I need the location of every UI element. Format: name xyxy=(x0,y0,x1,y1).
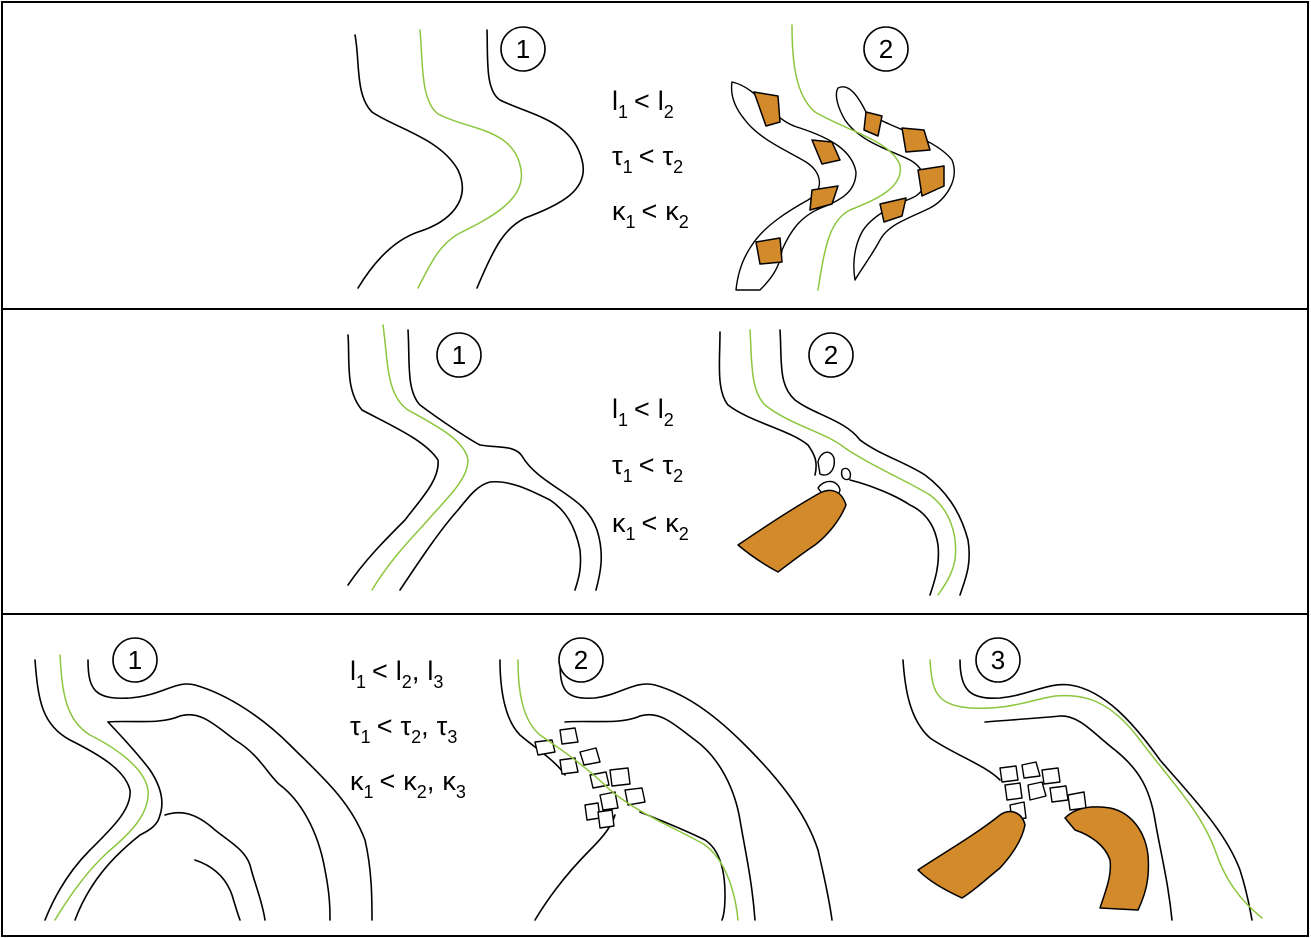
panel-3-stage-1-vessel xyxy=(34,654,373,921)
vessel-wall-inner xyxy=(107,713,331,921)
stage-badge-1: 1 xyxy=(500,26,546,72)
svg-text:3: 3 xyxy=(991,645,1005,675)
vessel-wall-lower xyxy=(399,480,582,591)
panel-1: 1 2 l1<l2 τ1<τ2 κ1<κ2 xyxy=(354,24,955,291)
svg-text:2: 2 xyxy=(824,340,838,370)
panel-2-frame xyxy=(1,308,1309,615)
vessel-wall-upper xyxy=(407,329,603,591)
deposit xyxy=(863,111,883,137)
relation-curvature: κ1<κ2 xyxy=(612,508,689,544)
stage-badge-1: 1 xyxy=(112,637,158,683)
deposit xyxy=(917,165,945,197)
svg-text:2: 2 xyxy=(574,645,588,675)
wall-fragment xyxy=(579,747,601,766)
svg-text:1: 1 xyxy=(516,34,530,64)
relation-length: l1<l2 xyxy=(612,86,674,122)
vessel-centerline xyxy=(791,24,901,291)
vessel-centerline xyxy=(371,324,469,591)
vessel-centerline xyxy=(54,654,149,921)
relation-curvature: κ1<κ2 xyxy=(612,196,689,232)
vessel-wall-upper xyxy=(959,659,1253,921)
vessel-branch xyxy=(164,811,266,921)
vessel-wall-inner xyxy=(984,715,1173,921)
deposit xyxy=(809,185,839,211)
panel-2-stage-2-vessel xyxy=(718,329,970,596)
wall-fragment xyxy=(599,791,619,811)
panel-1-stage-1-vessel xyxy=(354,29,585,289)
wall-plaque-left xyxy=(730,81,857,291)
vessel-wall-right xyxy=(476,29,585,289)
panel-3-frame xyxy=(1,613,1309,937)
panel-3-stage-2-vessel xyxy=(499,659,833,921)
vessel-wall-upper xyxy=(559,661,833,921)
relation-tortuosity: τ1<τ2 xyxy=(612,450,683,486)
panel-2: 1 2 l1<l2 τ1<τ2 κ1<κ2 xyxy=(347,324,970,596)
wall-fragment xyxy=(817,451,835,476)
vessel-wall-left xyxy=(354,34,464,289)
vessel-wall-lower xyxy=(849,479,940,596)
vessel-wall-left xyxy=(718,331,817,476)
vessel-wall-inner xyxy=(564,713,756,921)
relation-tortuosity: τ1<τ2,τ3 xyxy=(350,711,457,747)
wall-fragment xyxy=(624,787,646,806)
wall-fragment xyxy=(1004,782,1023,801)
stage-badge-2: 2 xyxy=(558,637,604,683)
wall-fragment xyxy=(1027,781,1047,801)
vessel-wall-upper xyxy=(779,329,970,596)
relation-curvature: κ1<κ2,κ3 xyxy=(350,766,466,802)
stage-badge-2: 2 xyxy=(808,332,854,378)
wall-fragment xyxy=(609,767,631,787)
vessel-branch xyxy=(639,811,726,921)
wall-fragment xyxy=(1021,761,1041,779)
deposit xyxy=(901,127,931,153)
vessel-wall-lower xyxy=(74,721,163,921)
vessel-branch-inner xyxy=(194,859,241,921)
panel-2-relations: l1<l2 τ1<τ2 κ1<κ2 xyxy=(612,394,689,544)
clot xyxy=(1064,806,1150,911)
deposit xyxy=(879,197,907,223)
stage-badge-3: 3 xyxy=(975,637,1021,683)
wall-fragment xyxy=(1041,767,1061,785)
deposit xyxy=(811,139,841,165)
clot xyxy=(737,489,847,573)
vessel-wall-left xyxy=(34,659,131,921)
vessel-centerline xyxy=(749,329,957,596)
svg-text:1: 1 xyxy=(452,340,466,370)
panel-3-stage-3-vessel xyxy=(902,659,1263,921)
vessel-wall-upper xyxy=(87,659,373,921)
panel-3-relations: l1<l2,l3 τ1<τ2,τ3 κ1<κ2,κ3 xyxy=(350,656,466,802)
vessel-wall-lower xyxy=(534,814,616,921)
panel-1-frame xyxy=(1,1,1309,310)
panel-1-relations: l1<l2 τ1<τ2 κ1<κ2 xyxy=(612,86,689,232)
relation-length: l1<l2,l3 xyxy=(350,656,443,692)
panel-1-stage-2-vessel xyxy=(730,24,955,291)
wall-fragment xyxy=(559,757,579,775)
stage-badge-2: 2 xyxy=(863,26,909,72)
panel-3: 1 2 3 l1<l2,l3 τ1<τ2,τ3 κ1<κ2,κ3 xyxy=(34,637,1263,921)
wall-fragment xyxy=(534,739,556,756)
wall-fragment xyxy=(1067,791,1087,811)
vessel-centerline xyxy=(517,659,739,921)
vessel-centerline xyxy=(417,29,523,289)
vessel-wall-left xyxy=(347,334,439,586)
stage-badge-1: 1 xyxy=(436,332,482,378)
wall-fragment xyxy=(559,727,579,745)
relation-length: l1<l2 xyxy=(612,394,674,430)
clot xyxy=(917,810,1026,899)
wall-fragment xyxy=(999,765,1019,783)
wall-fragment xyxy=(1049,785,1069,803)
vessel-wall-left xyxy=(902,659,1001,781)
panel-2-stage-1-vessel xyxy=(347,324,603,591)
wall-fragment xyxy=(597,809,615,829)
svg-text:2: 2 xyxy=(879,34,893,64)
svg-text:1: 1 xyxy=(128,645,142,675)
vessel-centerline xyxy=(929,659,1263,919)
deposit xyxy=(753,91,781,127)
deposit xyxy=(755,237,783,265)
vessel-wall-left xyxy=(499,659,566,776)
wall-fragment xyxy=(840,467,852,481)
relation-tortuosity: τ1<τ2 xyxy=(612,141,683,177)
